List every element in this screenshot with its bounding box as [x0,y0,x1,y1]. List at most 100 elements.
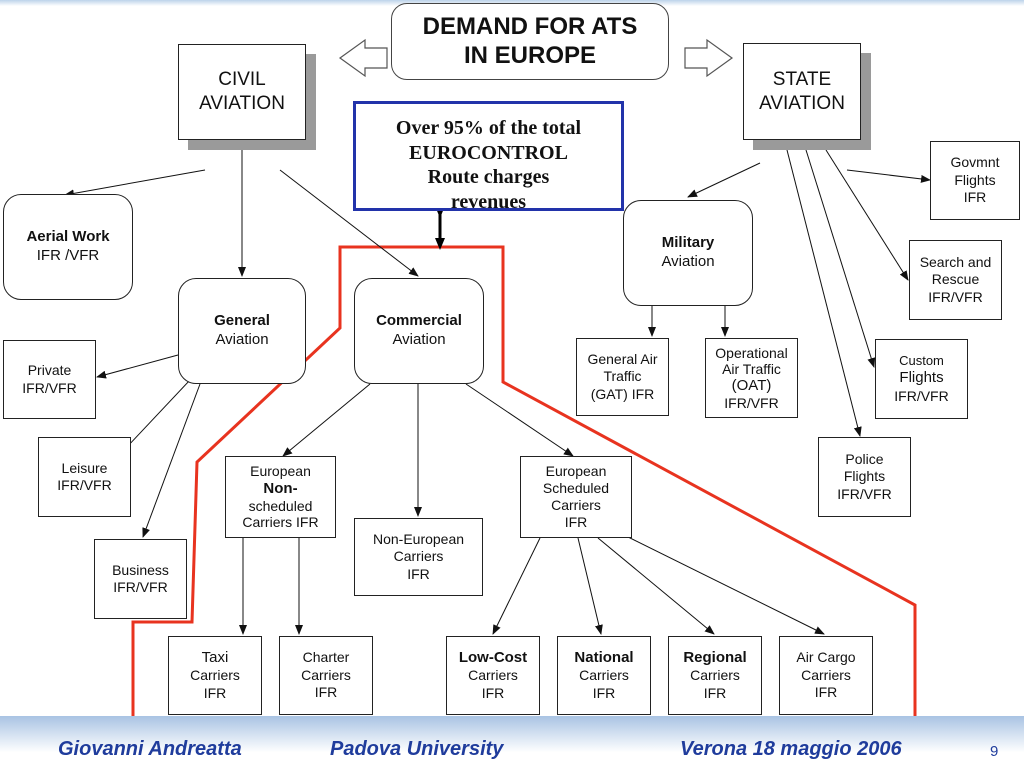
military-aviation-box: Military Aviation [623,200,753,306]
govmnt-line-2: Flights [954,171,996,188]
connector [597,537,715,635]
connector [96,354,179,379]
oat-line-1: Operational [715,345,788,362]
aerial-work-box: Aerial Work IFR /VFR [3,194,133,300]
charter-line-2: Carriers [301,666,351,683]
lowcost-line-2: Carriers [468,667,518,684]
national-line-2: Carriers [579,667,629,684]
connector [279,169,419,277]
lowcost-line-3: IFR [481,684,505,701]
aerial-line-1: Aerial Work [26,228,110,246]
connector [825,149,909,281]
ens-line-4: Carriers IFR [242,514,319,531]
commercial-line-1: Commercial [376,312,462,330]
state-aviation-box: STATE AVIATION [743,43,861,140]
es-line-1: European [545,463,607,480]
commercial-line-2: Aviation [392,331,446,348]
private-line-1: Private [27,362,72,378]
connector [142,383,201,538]
custom-line-3: IFR/VFR [894,387,949,404]
connector [846,169,931,183]
callout-line-2: EUROCONTROL [409,141,568,164]
connector [617,531,825,635]
european-non-scheduled-box: European Non- scheduled Carriers IFR [225,456,336,538]
regional-line-1: Regional [683,648,747,666]
es-line-3: Carriers [551,497,601,513]
national-line-1: National [574,648,634,666]
govmnt-flights-box: Govmnt Flights IFR [930,141,1020,220]
private-box: Private IFR/VFR [3,340,96,419]
oat-box: Operational Air Traffic (OAT) IFR/VFR [705,338,798,418]
connector [64,169,206,198]
military-line-1: Military [661,234,715,252]
govmnt-line-3: IFR [963,189,987,206]
taxi-carriers-box: Taxi Carriers IFR [168,636,262,715]
military-line-2: Aviation [661,253,715,270]
non-european-carriers-box: Non-European Carriers IFR [354,518,483,596]
footer-band [0,716,1024,768]
ens-line-2: Non- [263,479,298,497]
connector [577,537,603,635]
callout-line-4: revenues [450,190,527,213]
police-line-3: IFR/VFR [837,485,892,502]
lowcost-line-1: Low-Cost [458,648,528,666]
state-line-1: STATE [772,68,832,90]
general-line-2: Aviation [215,331,269,348]
european-scheduled-box: European Scheduled Carriers IFR [520,456,632,538]
diagram-title: DEMAND FOR ATS IN EUROPE [391,3,669,80]
gat-line-3: (GAT) IFR [590,385,655,402]
commercial-aviation-box: Commercial Aviation [354,278,484,384]
title-line-2: IN EUROPE [463,41,597,69]
search-rescue-box: Search and Rescue IFR/VFR [909,240,1002,320]
revenue-callout: Over 95% of the total EUROCONTROL Route … [353,101,624,213]
oat-line-3: (OAT) [731,377,772,395]
low-cost-carriers-box: Low-Cost Carriers IFR [446,636,540,715]
aircargo-line-1: Air Cargo [796,649,856,666]
footer-place-date: Verona 18 maggio 2006 [680,738,902,760]
connector [786,149,862,437]
callout-line-3: Route charges [427,166,550,189]
custom-flights-box: Custom Flights IFR/VFR [875,339,968,419]
police-line-1: Police [845,450,884,467]
callout-line-1: Over 95% of the total [395,117,582,139]
nec-line-2: Carriers [393,548,444,565]
connector [805,149,876,368]
footer-author: Giovanni Andreatta [58,738,242,760]
civil-aviation-box: CIVIL AVIATION [178,44,306,140]
general-aviation-box: General Aviation [178,278,306,384]
regional-carriers-box: Regional Carriers IFR [668,636,762,715]
gat-box: General Air Traffic (GAT) IFR [576,338,669,416]
aerial-line-2: IFR /VFR [36,247,100,264]
regional-line-2: Carriers [690,667,740,684]
nec-line-3: IFR [407,565,430,582]
national-line-3: IFR [592,684,616,701]
aircargo-line-2: Carriers [801,666,851,683]
business-box: Business IFR/VFR [94,539,187,619]
govmnt-line-1: Govmnt [950,154,1000,171]
nec-line-1: Non-European [372,530,465,547]
private-line-2: IFR/VFR [22,379,77,396]
aircargo-line-3: IFR [814,684,838,701]
title-arrow-right [684,38,734,78]
police-flights-box: Police Flights IFR/VFR [818,437,911,517]
civil-line-2: AVIATION [199,93,285,114]
sar-line-3: IFR/VFR [928,288,983,305]
police-line-2: Flights [843,468,886,485]
oat-line-2: Air Traffic [722,361,781,378]
es-line-4: IFR [564,513,588,530]
state-line-2: AVIATION [759,92,845,114]
connector [282,383,371,457]
sar-line-2: Rescue [931,271,980,288]
ens-line-1: European [250,462,311,479]
custom-line-2: Flights [899,369,944,386]
leisure-line-2: IFR/VFR [57,477,112,493]
charter-carriers-box: Charter Carriers IFR [279,636,373,715]
leisure-line-1: Leisure [61,459,108,476]
air-cargo-carriers-box: Air Cargo Carriers IFR [779,636,873,715]
taxi-line-1: Taxi [201,648,229,666]
es-line-2: Scheduled [542,480,610,497]
oat-line-4: IFR/VFR [724,394,779,411]
sar-line-1: Search and [919,253,992,270]
footer-university: Padova University [330,738,504,760]
connector [492,537,541,635]
